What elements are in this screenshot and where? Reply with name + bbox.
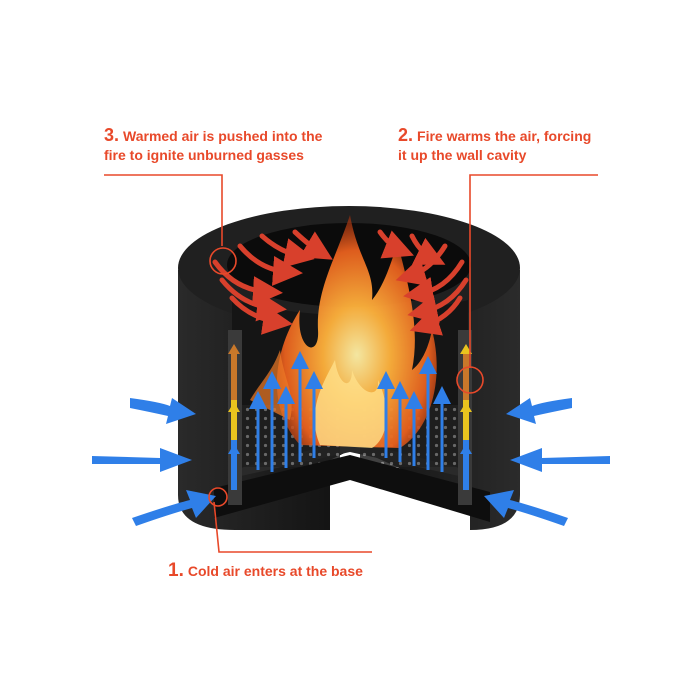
warm-air-arrow-icon — [409, 295, 463, 336]
callout-text-line2: fire to ignite unburned gasses — [104, 147, 304, 163]
wall-cavity-arrows — [228, 344, 472, 490]
callout-text-line1: Warmed air is pushed into the — [123, 128, 323, 144]
callout-text-line1: Cold air enters at the base — [187, 563, 363, 579]
highlight-circle-icon — [209, 247, 237, 275]
warm-air-arrow-icon — [237, 243, 303, 286]
leader-lines — [104, 174, 598, 553]
inner-cold-air-arrows — [249, 351, 451, 472]
callout-text-line2: it up the wall cavity — [398, 147, 527, 163]
cold-air-arrow-icon — [484, 490, 568, 526]
warm-air-arrows — [212, 229, 469, 336]
callout-cold-air: 1.Cold air enters at the base — [168, 561, 428, 581]
highlight-circle-icon — [456, 366, 484, 394]
warm-air-arrow-icon — [212, 259, 283, 307]
warm-air-arrow-icon — [229, 295, 293, 335]
warm-air-arrow-icon — [403, 259, 465, 307]
highlight-circle-icon — [208, 487, 228, 507]
callout-fire-warms: 2.Fire warms the air, forcing it up the … — [398, 126, 618, 165]
cold-air-arrow-icon — [130, 398, 196, 424]
cold-air-inlet-arrows — [92, 398, 610, 526]
warm-air-arrow-icon — [395, 243, 448, 287]
cold-air-arrow-icon — [92, 448, 192, 472]
callout-text-line1: Fire warms the air, forcing — [417, 128, 592, 144]
cold-air-arrow-icon — [510, 448, 610, 472]
callout-number: 3. — [104, 125, 120, 145]
callout-number: 2. — [398, 125, 414, 145]
warm-air-arrow-icon — [409, 233, 446, 265]
warm-air-arrow-icon — [377, 229, 414, 259]
callout-number: 1. — [168, 560, 184, 581]
cold-air-arrow-icon — [132, 490, 216, 526]
warm-air-arrow-icon — [292, 229, 333, 260]
callout-warmed-air: 3.Warmed air is pushed into the fire to … — [104, 126, 364, 165]
cold-air-arrow-icon — [506, 398, 572, 424]
warm-air-arrow-icon — [259, 233, 315, 268]
